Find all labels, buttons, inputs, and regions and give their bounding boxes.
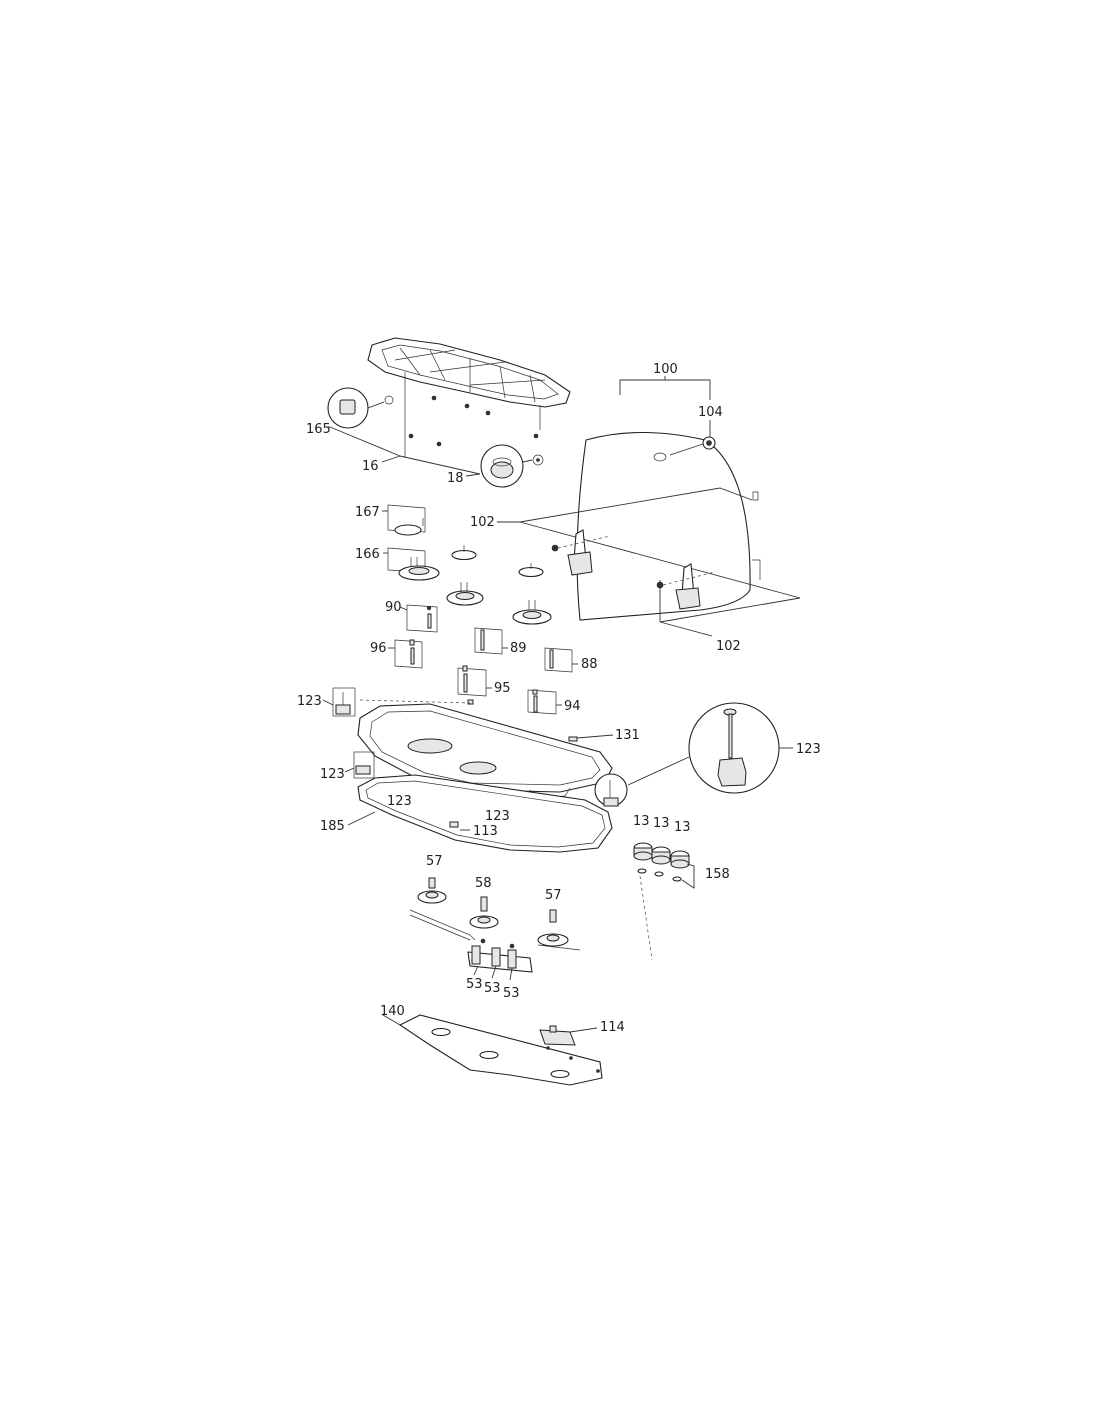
- callout-102-top: 102: [470, 515, 495, 530]
- callout-113: 113: [473, 824, 498, 839]
- callout-123-detail: 123: [796, 742, 821, 757]
- gas-manifold: [409, 877, 581, 973]
- callout-123-left: 123: [320, 767, 345, 782]
- callout-100: 100: [653, 362, 678, 377]
- callout-89: 89: [510, 641, 527, 656]
- callout-labels: 165 16 18 100 104 102 102 167 166 90 96 …: [297, 362, 821, 1035]
- burners: [387, 504, 552, 625]
- callout-53-c: 53: [503, 986, 520, 1001]
- clip-123-left: [353, 751, 375, 779]
- detail-bubble-165: [327, 387, 401, 457]
- callout-18: 18: [447, 471, 464, 486]
- clip-123-top: [332, 687, 356, 717]
- callout-95: 95: [494, 681, 511, 696]
- callout-123-bottom-b: 123: [485, 809, 510, 824]
- callout-102-bottom: 102: [716, 639, 741, 654]
- glass-lid: [519, 376, 801, 637]
- detail-bubble-123: [594, 702, 793, 807]
- callout-167: 167: [355, 505, 380, 520]
- hob-tray: [357, 699, 613, 807]
- callout-185: 185: [320, 819, 345, 834]
- hinge-right: [656, 563, 716, 610]
- callout-158: 158: [705, 867, 730, 882]
- knobs: [633, 842, 695, 961]
- callout-53-a: 53: [466, 977, 483, 992]
- callout-16: 16: [362, 459, 379, 474]
- callout-13-b: 13: [653, 816, 670, 831]
- callout-140: 140: [380, 1004, 405, 1019]
- callout-94: 94: [564, 699, 581, 714]
- callout-53-b: 53: [484, 981, 501, 996]
- base-plate: [398, 1014, 603, 1086]
- callout-104: 104: [698, 405, 723, 420]
- callout-114: 114: [600, 1020, 625, 1035]
- callout-13-c: 13: [674, 820, 691, 835]
- callout-123-top: 123: [297, 694, 322, 709]
- callout-13-a: 13: [633, 814, 650, 829]
- callout-57-left: 57: [426, 854, 443, 869]
- callout-131: 131: [615, 728, 640, 743]
- gasket: [357, 774, 613, 853]
- ignition-generator: [539, 1025, 576, 1046]
- callout-57-right: 57: [545, 888, 562, 903]
- callout-96: 96: [370, 641, 387, 656]
- leader-lines: [322, 426, 614, 1033]
- detail-bubble-18: [399, 444, 544, 488]
- callout-58: 58: [475, 876, 492, 891]
- callout-165: 165: [306, 422, 331, 437]
- callout-123-bottom-a: 123: [387, 794, 412, 809]
- callout-90: 90: [385, 600, 402, 615]
- hinge-left: [551, 529, 611, 576]
- electrodes: [394, 604, 573, 715]
- pan-support-grid: [367, 337, 571, 458]
- callout-166: 166: [355, 547, 380, 562]
- callout-88: 88: [581, 657, 598, 672]
